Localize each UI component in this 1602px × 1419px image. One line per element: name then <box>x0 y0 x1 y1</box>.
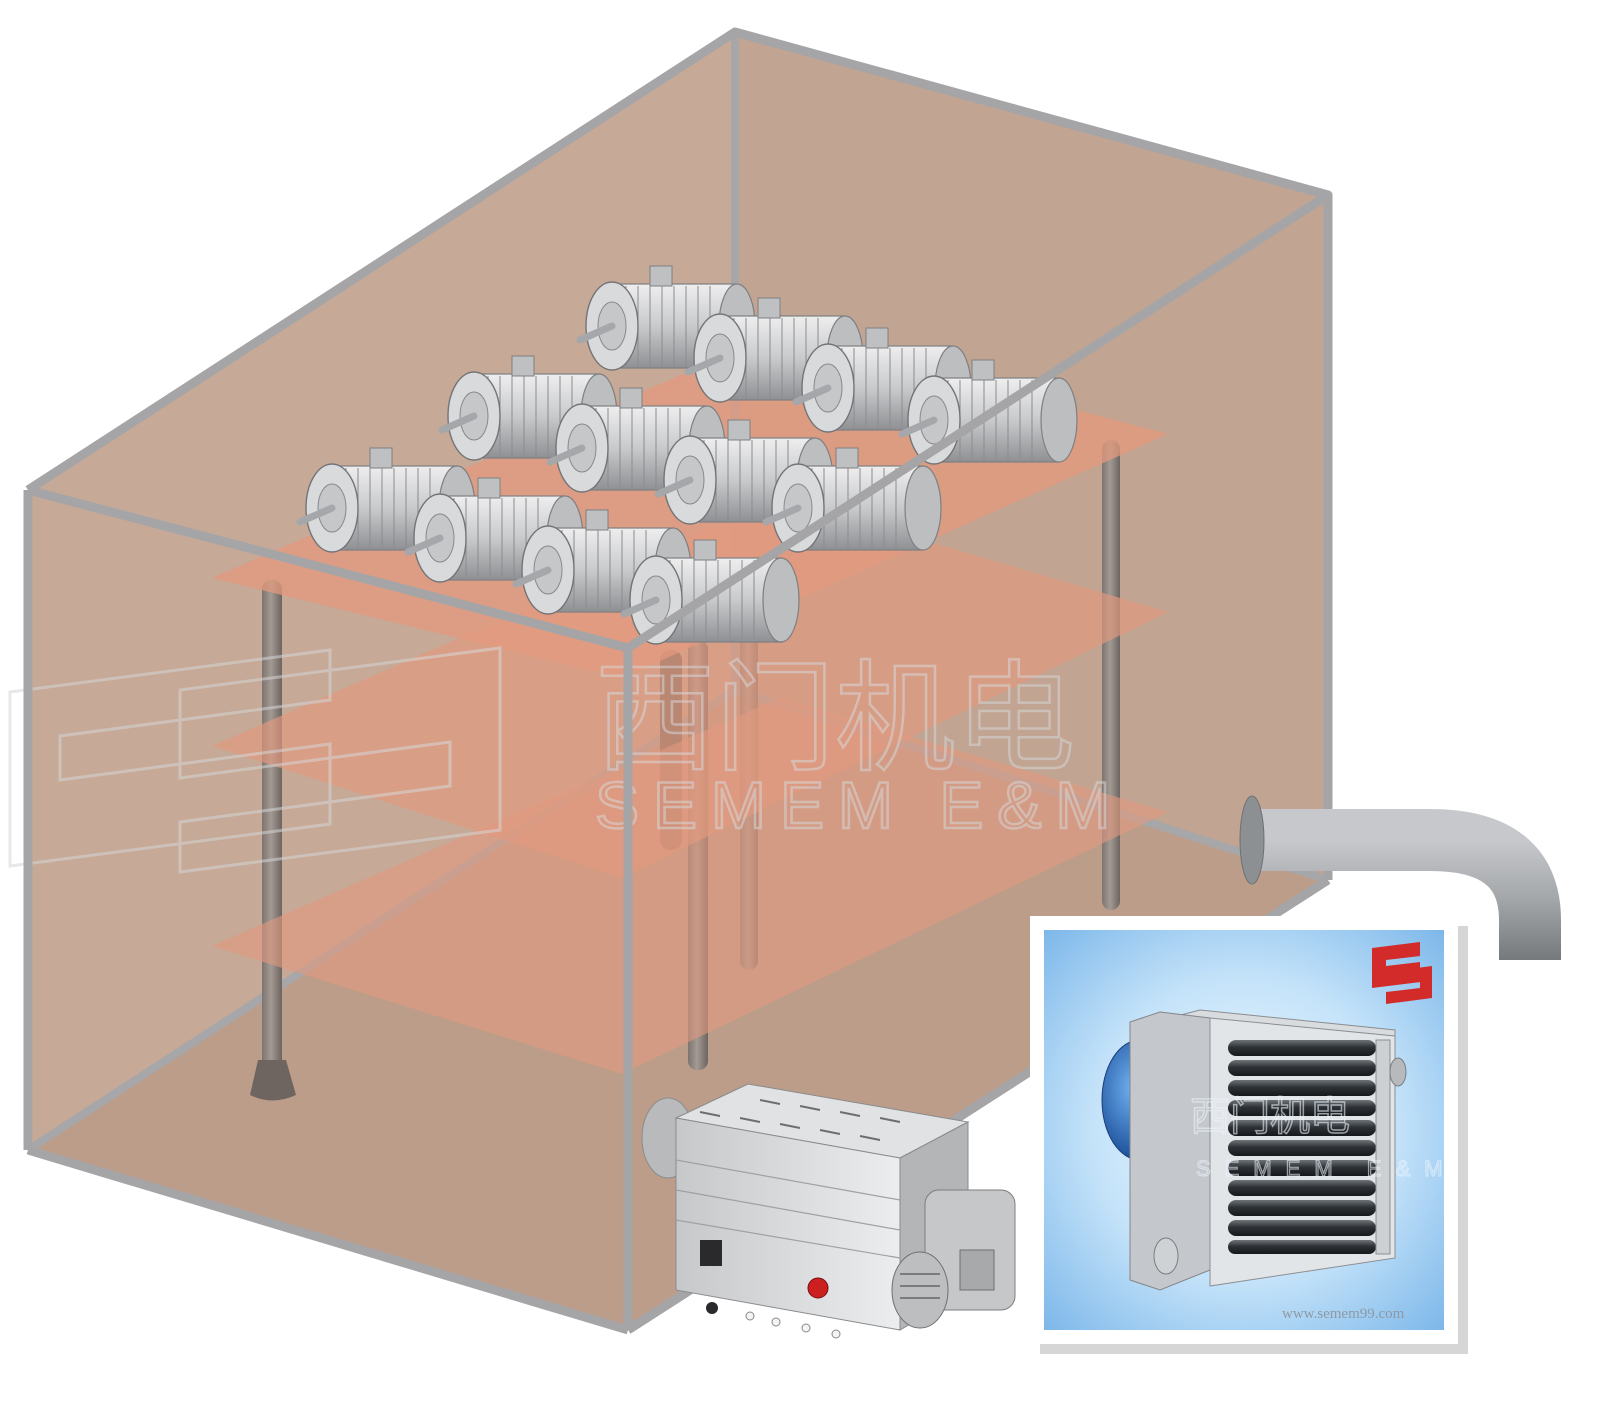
finned-tubes <box>1228 1040 1376 1254</box>
semem-s-logo-outline-icon <box>8 646 502 874</box>
red-button <box>807 1277 829 1299</box>
heater-unit <box>641 1083 1016 1339</box>
air-duct <box>1239 795 1561 960</box>
watermark-chinese-name: 西门机电 <box>595 650 1075 789</box>
watermark-english-name: SEMEM E&M <box>595 768 1124 842</box>
inset-website-url: www.semem99.com <box>1282 1306 1405 1322</box>
inset-watermark-chinese: 西门机电 <box>1190 1094 1350 1140</box>
brand-watermark: 西门机电 SEMEM E&M <box>8 646 1124 874</box>
heat-exchanger-inset: 西门机电 SEMEM E&M www.semem99.com <box>1030 916 1468 1354</box>
indicator-dark <box>706 1302 718 1314</box>
semem-s-logo-icon <box>1372 942 1432 1004</box>
power-switch <box>700 1240 722 1266</box>
blower-fan <box>891 1189 1016 1329</box>
inset-watermark-english: SEMEM E&M <box>1196 1156 1456 1181</box>
chamber-frame-front <box>23 27 1333 1335</box>
